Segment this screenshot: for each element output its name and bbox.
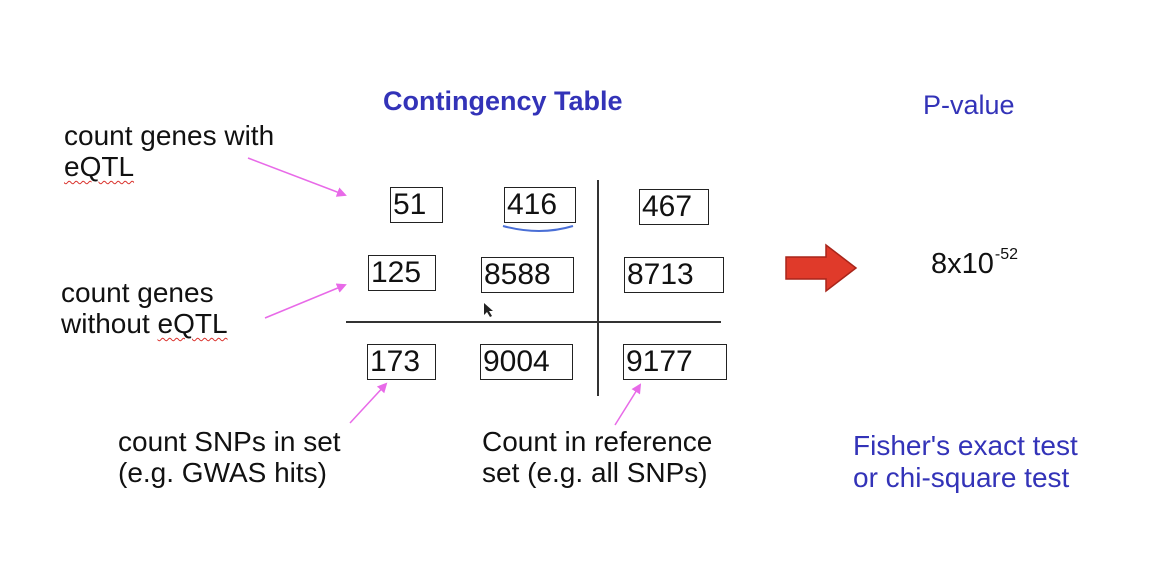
pvalue-exponent: -52: [994, 246, 1019, 263]
cell-r3-c3: 9177: [623, 344, 727, 380]
label-without-eqtl-squig: eQTL: [157, 308, 228, 339]
label-snps-line2: (e.g. GWAS hits): [118, 457, 328, 488]
cell-r2-c3: 8713: [624, 257, 724, 293]
cell-r2-c1: 125: [368, 255, 436, 291]
test-names: Fisher's exact test or chi-square test: [853, 430, 1078, 494]
label-with-eqtl: count genes with eQTL: [64, 120, 274, 182]
label-snps-in-set: count SNPs in set (e.g. GWAS hits): [118, 426, 341, 488]
label-without-eqtl-pre: without: [61, 308, 158, 339]
label-without-eqtl: count genes without eQTL: [61, 277, 228, 339]
table-title: Contingency Table: [383, 86, 623, 116]
arrow-reference-set: [614, 383, 642, 426]
label-without-eqtl-line1: count genes: [61, 277, 214, 308]
label-without-eqtl-line2: without eQTL: [61, 308, 228, 339]
label-snps-line1: count SNPs in set: [118, 426, 341, 457]
arrow-snps-in-set: [349, 382, 388, 424]
cell-r1-c3: 467: [639, 189, 709, 225]
label-reference-line1: Count in reference: [482, 426, 713, 457]
pvalue-value: 8x10-52: [931, 246, 1018, 281]
label-reference-line2: set (e.g. all SNPs): [482, 457, 708, 488]
pvalue-label: P-value: [923, 90, 1015, 120]
label-reference-set: Count in reference set (e.g. all SNPs): [482, 426, 712, 488]
cell-r2-c2: 8588: [481, 257, 574, 293]
arrow-with-eqtl: [247, 157, 347, 197]
pvalue-base: 8x10: [931, 248, 994, 280]
cell-r3-c1: 173: [367, 344, 436, 380]
arrow-without-eqtl: [264, 283, 347, 319]
right-arrow-icon: [785, 243, 858, 293]
cursor-icon: [484, 303, 493, 317]
test-line2: or chi-square test: [853, 462, 1070, 493]
cell-r1-c2: 416: [504, 187, 576, 223]
cell-r1-c1: 51: [390, 187, 443, 223]
cell-r3-c2: 9004: [480, 344, 573, 380]
label-with-eqtl-line2: eQTL: [64, 151, 135, 182]
highlight-underline: [502, 225, 574, 232]
label-with-eqtl-line1: count genes with: [64, 120, 275, 151]
test-line1: Fisher's exact test: [853, 430, 1078, 461]
